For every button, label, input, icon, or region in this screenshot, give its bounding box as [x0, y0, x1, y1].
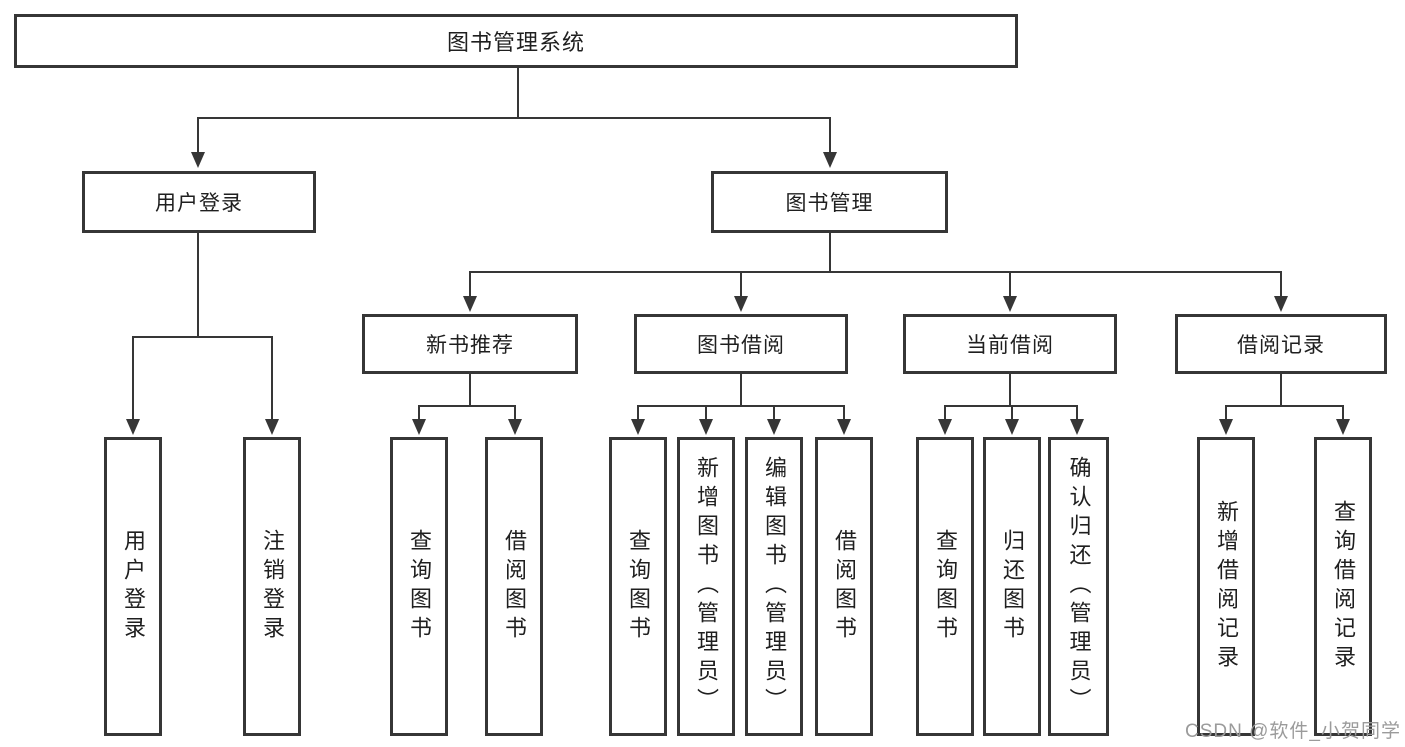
- leaf-confirm-return-admin: 确认归还（管理员）: [1048, 437, 1109, 736]
- connector-arrowhead: [837, 419, 851, 435]
- connector-arrowhead: [823, 152, 837, 168]
- node-label: 新书推荐: [426, 334, 514, 357]
- connector-arrowhead: [938, 419, 952, 435]
- connector-arrowhead: [1274, 296, 1288, 312]
- connector-vline: [829, 118, 831, 154]
- leaf-label: 新增借阅记录: [1214, 499, 1239, 674]
- leaf-user-login: 用户登录: [104, 437, 162, 736]
- connector-arrowhead: [463, 296, 477, 312]
- leaf-label: 新增图书（管理员）: [694, 456, 719, 717]
- connector-arrowhead: [699, 419, 713, 435]
- connector-arrowhead: [191, 152, 205, 168]
- leaf-label: 归还图书: [1000, 528, 1025, 645]
- connector-vline: [517, 68, 519, 118]
- connector-vline: [705, 405, 707, 421]
- node-book-management: 图书管理: [711, 171, 948, 233]
- connector-vline: [1076, 405, 1078, 421]
- node-current-borrowing: 当前借阅: [903, 314, 1117, 374]
- connector-vline: [514, 405, 516, 421]
- connector-vline: [418, 405, 420, 421]
- leaf-add-borrow-record: 新增借阅记录: [1197, 437, 1255, 736]
- connector-vline: [469, 271, 471, 298]
- connector-vline: [1342, 405, 1344, 421]
- node-new-book-recommendation: 新书推荐: [362, 314, 578, 374]
- connector-arrowhead: [412, 419, 426, 435]
- connector-vline: [1011, 405, 1013, 421]
- connector-vline: [197, 233, 199, 337]
- leaf-edit-book-admin: 编辑图书（管理员）: [745, 437, 803, 736]
- node-library-management-system: 图书管理系统: [14, 14, 1018, 68]
- connector-vline: [132, 336, 134, 421]
- connector-arrowhead: [1336, 419, 1350, 435]
- leaf-label: 编辑图书（管理员）: [762, 456, 787, 717]
- connector-hline: [132, 336, 273, 338]
- connector-arrowhead: [1219, 419, 1233, 435]
- connector-arrowhead: [631, 419, 645, 435]
- connector-arrowhead: [1005, 419, 1019, 435]
- leaf-label: 查询图书: [407, 528, 432, 645]
- connector-vline: [271, 336, 273, 421]
- leaf-label: 确认归还（管理员）: [1066, 456, 1092, 717]
- node-label: 用户登录: [155, 192, 243, 215]
- connector-vline: [197, 118, 199, 154]
- connector-vline: [829, 233, 831, 273]
- leaf-logout: 注销登录: [243, 437, 301, 736]
- node-book-borrowing: 图书借阅: [634, 314, 848, 374]
- leaf-borrow-books-borrowing: 借阅图书: [815, 437, 873, 736]
- leaf-query-books-borrowing: 查询图书: [609, 437, 667, 736]
- connector-arrowhead: [767, 419, 781, 435]
- node-label: 图书管理: [785, 192, 874, 215]
- connector-vline: [637, 405, 639, 421]
- leaf-label: 用户登录: [121, 528, 146, 645]
- connector-vline: [944, 405, 946, 421]
- leaf-query-books-recommend: 查询图书: [390, 437, 448, 736]
- leaf-label: 注销登录: [260, 528, 285, 645]
- leaf-return-book: 归还图书: [983, 437, 1041, 736]
- connector-hline: [418, 405, 516, 407]
- leaf-label: 借阅图书: [502, 528, 527, 645]
- watermark: CSDN @软件_小贺同学: [1185, 721, 1401, 742]
- node-label: 借阅记录: [1237, 334, 1325, 357]
- connector-vline: [740, 271, 742, 298]
- connector-arrowhead: [265, 419, 279, 435]
- connector-arrowhead: [508, 419, 522, 435]
- connector-vline: [1280, 374, 1282, 407]
- connector-vline: [740, 374, 742, 407]
- connector-vline: [843, 405, 845, 421]
- connector-arrowhead: [734, 296, 748, 312]
- connector-hline: [197, 117, 831, 119]
- connector-vline: [1009, 271, 1011, 298]
- connector-hline: [637, 405, 845, 407]
- connector-arrowhead: [126, 419, 140, 435]
- connector-vline: [1225, 405, 1227, 421]
- leaf-query-borrow-record: 查询借阅记录: [1314, 437, 1372, 736]
- node-label: 图书管理系统: [446, 30, 585, 55]
- connector-vline: [469, 374, 471, 407]
- connector-vline: [773, 405, 775, 421]
- leaf-label: 查询借阅记录: [1331, 499, 1356, 674]
- node-user-login: 用户登录: [82, 171, 316, 233]
- node-label: 当前借阅: [966, 334, 1054, 357]
- leaf-add-book-admin: 新增图书（管理员）: [677, 437, 735, 736]
- leaf-label: 借阅图书: [832, 528, 857, 645]
- node-borrowing-records: 借阅记录: [1175, 314, 1387, 374]
- connector-arrowhead: [1070, 419, 1084, 435]
- connector-vline: [1009, 374, 1011, 407]
- connector-hline: [1225, 405, 1344, 407]
- leaf-query-books-current: 查询图书: [916, 437, 974, 736]
- connector-hline: [469, 271, 1282, 273]
- leaf-borrow-books-recommend: 借阅图书: [485, 437, 543, 736]
- connector-vline: [1280, 271, 1282, 298]
- node-label: 图书借阅: [697, 334, 785, 357]
- connector-arrowhead: [1003, 296, 1017, 312]
- leaf-label: 查询图书: [933, 528, 958, 645]
- leaf-label: 查询图书: [626, 528, 651, 645]
